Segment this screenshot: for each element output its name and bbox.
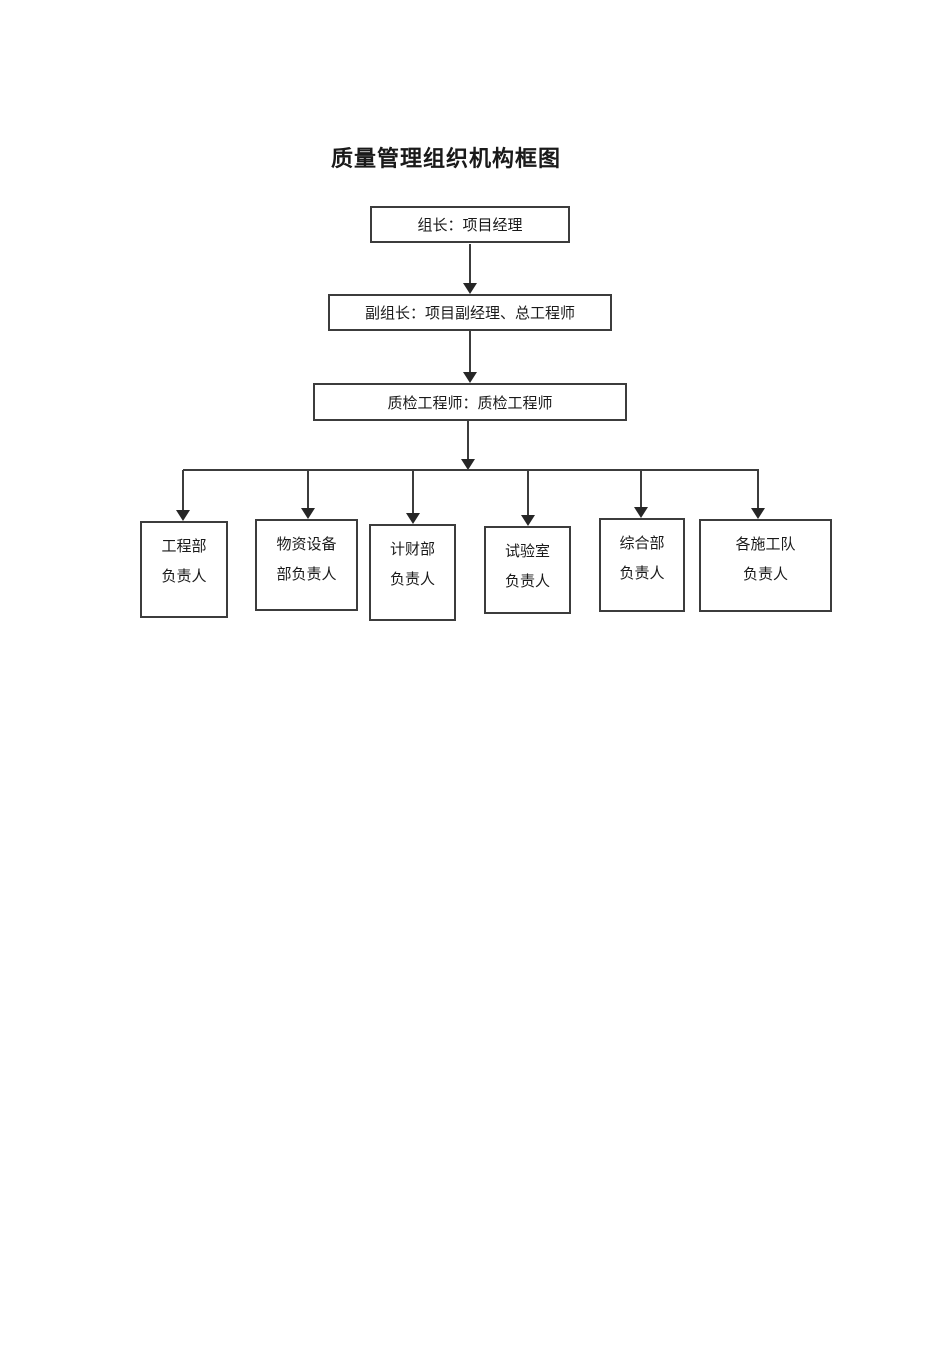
arrow-down-icon	[634, 507, 648, 518]
dept-label-line2: 负责人	[504, 574, 550, 590]
connector-dept-crews-line	[757, 470, 759, 508]
dept-label-line2: 负责人	[742, 567, 788, 583]
dept-label-line1: 工程部	[161, 539, 207, 555]
org-box-deputy-leader: 副组长：项目副经理、总工程师	[328, 294, 612, 331]
arrow-down-icon	[463, 372, 477, 383]
connector-dept-laboratory-line	[527, 470, 529, 515]
dept-box-construction-crews: 各施工队 负责人	[699, 519, 832, 612]
org-box-leader-label: 组长：项目经理	[417, 218, 523, 234]
dept-box-engineering: 工程部 负责人	[140, 521, 228, 618]
dept-label-line2: 负责人	[161, 569, 207, 585]
connector-deputy-qc-line	[469, 331, 471, 372]
dept-box-general-affairs: 综合部 负责人	[599, 518, 685, 612]
dept-label-line2: 负责人	[389, 572, 435, 588]
page-title: 质量管理组织机构框图	[331, 146, 562, 171]
connector-dept-finance-line	[412, 470, 414, 513]
connector-dept-materials-line	[307, 470, 309, 508]
arrow-down-icon	[521, 515, 535, 526]
arrow-down-icon	[461, 459, 475, 470]
arrow-down-icon	[176, 510, 190, 521]
dept-box-planning-finance: 计财部 负责人	[369, 524, 456, 621]
connector-dept-engineering-line	[182, 470, 184, 510]
dept-label-line1: 物资设备	[276, 537, 337, 553]
arrow-down-icon	[301, 508, 315, 519]
org-box-qc-engineer-label: 质检工程师：质检工程师	[387, 395, 553, 412]
dept-label-line1: 各施工队	[735, 537, 796, 553]
dept-label-line2: 负责人	[619, 566, 665, 582]
org-box-qc-engineer: 质检工程师：质检工程师	[313, 383, 627, 421]
org-box-leader: 组长：项目经理	[370, 206, 570, 243]
org-box-deputy-leader-label: 副组长：项目副经理、总工程师	[364, 306, 575, 322]
dept-box-materials-equipment: 物资设备 部负责人	[255, 519, 358, 611]
dept-label-line1: 计财部	[389, 542, 435, 558]
arrow-down-icon	[751, 508, 765, 519]
connector-dept-general-line	[640, 470, 642, 507]
connector-leader-deputy-line	[469, 244, 471, 283]
dept-label-line1: 综合部	[619, 536, 665, 552]
dept-label-line1: 试验室	[504, 544, 550, 560]
dept-box-laboratory: 试验室 负责人	[484, 526, 571, 614]
dept-label-line2: 部负责人	[276, 567, 337, 583]
distribution-rail-line	[183, 469, 759, 471]
connector-qc-rail-line	[467, 421, 469, 459]
arrow-down-icon	[463, 283, 477, 294]
arrow-down-icon	[406, 513, 420, 524]
